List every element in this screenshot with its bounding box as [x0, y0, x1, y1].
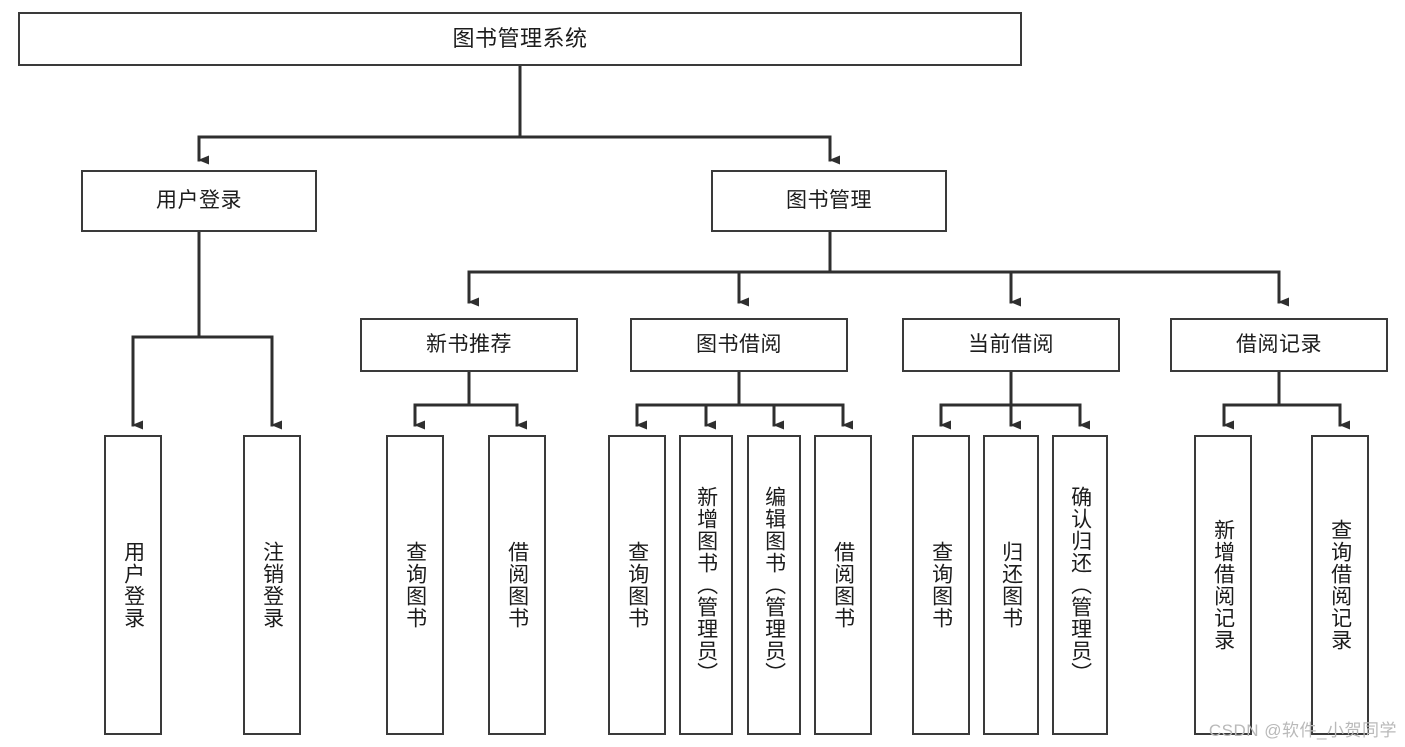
node-new-book-recommend[interactable]: 新书推荐 — [360, 318, 578, 372]
node-leaf-logout-label: 注销登录 — [260, 541, 284, 629]
csdn-watermark: CSDN @软件_小贺同学 — [1208, 721, 1397, 740]
node-leaf-borrow-book-2-label: 借阅图书 — [831, 541, 855, 629]
node-leaf-query-book-3[interactable]: 查询图书 — [912, 435, 970, 735]
node-leaf-return-book[interactable]: 归还图书 — [983, 435, 1039, 735]
node-root[interactable]: 图书管理系统 — [18, 12, 1022, 66]
node-leaf-logout[interactable]: 注销登录 — [243, 435, 301, 735]
node-leaf-user-login-label: 用户登录 — [121, 541, 145, 629]
node-leaf-confirm-return[interactable]: 确认归还（管理员） — [1052, 435, 1108, 735]
node-borrow-record-label: 借阅记录 — [1236, 332, 1322, 356]
node-book-borrow[interactable]: 图书借阅 — [630, 318, 848, 372]
node-leaf-query-book-3-label: 查询图书 — [929, 541, 953, 629]
node-leaf-add-book-label: 新增图书（管理员） — [694, 486, 718, 684]
node-leaf-query-record[interactable]: 查询借阅记录 — [1311, 435, 1369, 735]
node-user-login-label: 用户登录 — [156, 188, 242, 212]
node-leaf-borrow-book-2[interactable]: 借阅图书 — [814, 435, 872, 735]
node-borrow-record[interactable]: 借阅记录 — [1170, 318, 1388, 372]
node-leaf-confirm-return-label: 确认归还（管理员） — [1068, 486, 1092, 684]
node-leaf-add-record[interactable]: 新增借阅记录 — [1194, 435, 1252, 735]
node-current-borrow[interactable]: 当前借阅 — [902, 318, 1120, 372]
node-leaf-edit-book[interactable]: 编辑图书（管理员） — [747, 435, 801, 735]
node-user-login[interactable]: 用户登录 — [81, 170, 317, 232]
node-new-book-recommend-label: 新书推荐 — [426, 332, 512, 356]
node-leaf-borrow-book-1[interactable]: 借阅图书 — [488, 435, 546, 735]
node-book-manage[interactable]: 图书管理 — [711, 170, 947, 232]
node-root-label: 图书管理系统 — [452, 26, 588, 52]
node-leaf-query-book-2[interactable]: 查询图书 — [608, 435, 666, 735]
node-book-manage-label: 图书管理 — [786, 188, 872, 212]
node-leaf-return-book-label: 归还图书 — [999, 541, 1023, 629]
node-leaf-add-record-label: 新增借阅记录 — [1211, 519, 1235, 651]
node-leaf-add-book[interactable]: 新增图书（管理员） — [679, 435, 733, 735]
node-current-borrow-label: 当前借阅 — [968, 332, 1054, 356]
node-leaf-user-login[interactable]: 用户登录 — [104, 435, 162, 735]
node-book-borrow-label: 图书借阅 — [696, 332, 782, 356]
node-leaf-edit-book-label: 编辑图书（管理员） — [762, 486, 786, 684]
node-leaf-query-book-1-label: 查询图书 — [403, 541, 427, 629]
node-leaf-query-record-label: 查询借阅记录 — [1328, 519, 1352, 651]
node-leaf-query-book-2-label: 查询图书 — [625, 541, 649, 629]
node-leaf-query-book-1[interactable]: 查询图书 — [386, 435, 444, 735]
node-leaf-borrow-book-1-label: 借阅图书 — [505, 541, 529, 629]
